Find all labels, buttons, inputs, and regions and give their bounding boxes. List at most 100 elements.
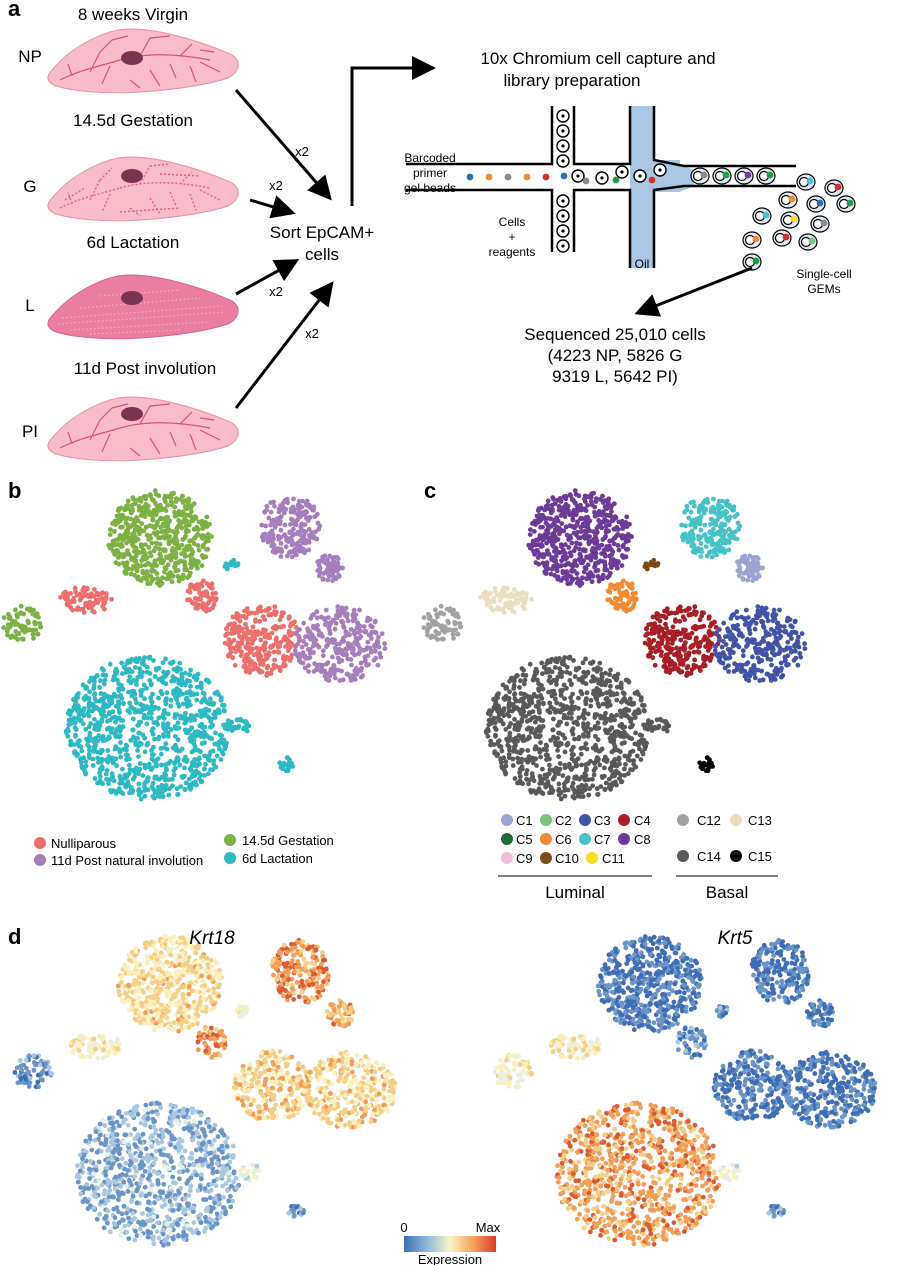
- cell-point: [159, 691, 165, 697]
- cell-point: [161, 745, 167, 750]
- cell-point: [658, 613, 664, 619]
- cell-point: [709, 542, 715, 548]
- cell-point: [588, 557, 594, 563]
- cell-point: [724, 498, 730, 504]
- cell-point: [305, 626, 310, 632]
- cell-point: [662, 658, 668, 663]
- cell-point: [710, 517, 716, 523]
- cell-point: [289, 542, 295, 548]
- cell-point: [182, 787, 188, 793]
- cell-point: [32, 621, 38, 627]
- cell-point: [172, 509, 177, 515]
- cell-point: [157, 583, 163, 588]
- cell-point: [80, 682, 86, 688]
- cell-point: [507, 734, 512, 739]
- cell-point: [134, 659, 140, 665]
- cell-point: [191, 741, 197, 747]
- cell-point: [311, 534, 317, 539]
- arrow-np: [234, 89, 332, 201]
- cell-point: [158, 524, 164, 530]
- cell-point: [203, 554, 208, 560]
- capture-title-line1: 10x Chromium cell capture and: [480, 49, 715, 68]
- cell-point: [597, 522, 602, 528]
- cell-point: [582, 547, 588, 553]
- cell-point: [201, 578, 206, 584]
- cell-point: [129, 693, 135, 699]
- cell-point: [325, 557, 330, 563]
- cell-point: [170, 573, 176, 579]
- cell-point: [193, 605, 199, 611]
- cell-point: [702, 657, 708, 662]
- cell-point: [569, 784, 575, 790]
- cell-point: [145, 503, 151, 509]
- cell-point: [349, 662, 354, 668]
- cell-point: [158, 516, 163, 522]
- cell-point: [320, 648, 326, 654]
- cell-point: [306, 663, 311, 668]
- cell-point: [516, 725, 522, 731]
- cell-point: [537, 749, 543, 755]
- cell-point: [86, 713, 92, 719]
- cell-point: [282, 522, 288, 528]
- cell-point: [231, 557, 237, 563]
- cell-point: [314, 615, 320, 621]
- cell-point: [115, 508, 121, 513]
- cell-point: [120, 686, 126, 692]
- cell-point: [650, 562, 656, 568]
- cell-point: [58, 594, 63, 600]
- cell-point: [111, 691, 117, 697]
- cell-point: [173, 533, 178, 539]
- cell-point: [717, 635, 722, 641]
- cell-point: [239, 717, 244, 723]
- cell-point: [661, 664, 667, 670]
- cell-point: [785, 615, 791, 621]
- cell-point: [763, 605, 769, 611]
- cell-point: [243, 719, 249, 724]
- cell-point: [608, 565, 614, 570]
- cell-point: [189, 725, 195, 731]
- cell-point: [753, 648, 759, 654]
- cell-point: [354, 670, 359, 676]
- cell-point: [490, 607, 496, 613]
- cell-point: [233, 649, 239, 655]
- cell-point: [714, 630, 719, 635]
- cell-point: [571, 795, 577, 801]
- cell-point: [291, 526, 296, 532]
- cell-point: [577, 535, 583, 541]
- cells-label-line2: +: [508, 230, 515, 244]
- cell-point: [600, 775, 605, 780]
- cell-point: [99, 766, 105, 772]
- cell-point: [696, 536, 702, 542]
- cell-point: [133, 736, 138, 742]
- cell-point: [326, 562, 332, 568]
- cell-point: [218, 737, 224, 743]
- cell-point: [361, 647, 367, 653]
- cell-point: [755, 560, 761, 566]
- cell-point: [661, 632, 667, 638]
- cell-point: [549, 502, 555, 508]
- cell-point: [101, 695, 107, 701]
- cell-point: [331, 663, 336, 668]
- cell-point: [148, 493, 153, 499]
- cell-point: [175, 701, 181, 706]
- cell-point: [306, 538, 312, 544]
- cell-point: [745, 636, 750, 642]
- cell-point: [326, 625, 332, 630]
- cell-point: [283, 544, 289, 549]
- cell-point: [257, 661, 263, 667]
- cell-point: [608, 559, 614, 565]
- cell-point: [360, 673, 366, 678]
- cell-point: [282, 663, 288, 669]
- cluster-bottom-large: [483, 654, 652, 802]
- cell-point: [498, 760, 504, 765]
- cell-point: [314, 609, 320, 615]
- cell-point: [618, 533, 624, 539]
- cell-point: [556, 781, 562, 787]
- cell-point: [221, 703, 227, 708]
- cell-point: [244, 606, 250, 612]
- cell-point: [135, 723, 141, 728]
- cell-point: [350, 648, 355, 653]
- cell-point: [261, 643, 267, 649]
- cell-point: [493, 699, 499, 705]
- cell-point: [432, 634, 438, 640]
